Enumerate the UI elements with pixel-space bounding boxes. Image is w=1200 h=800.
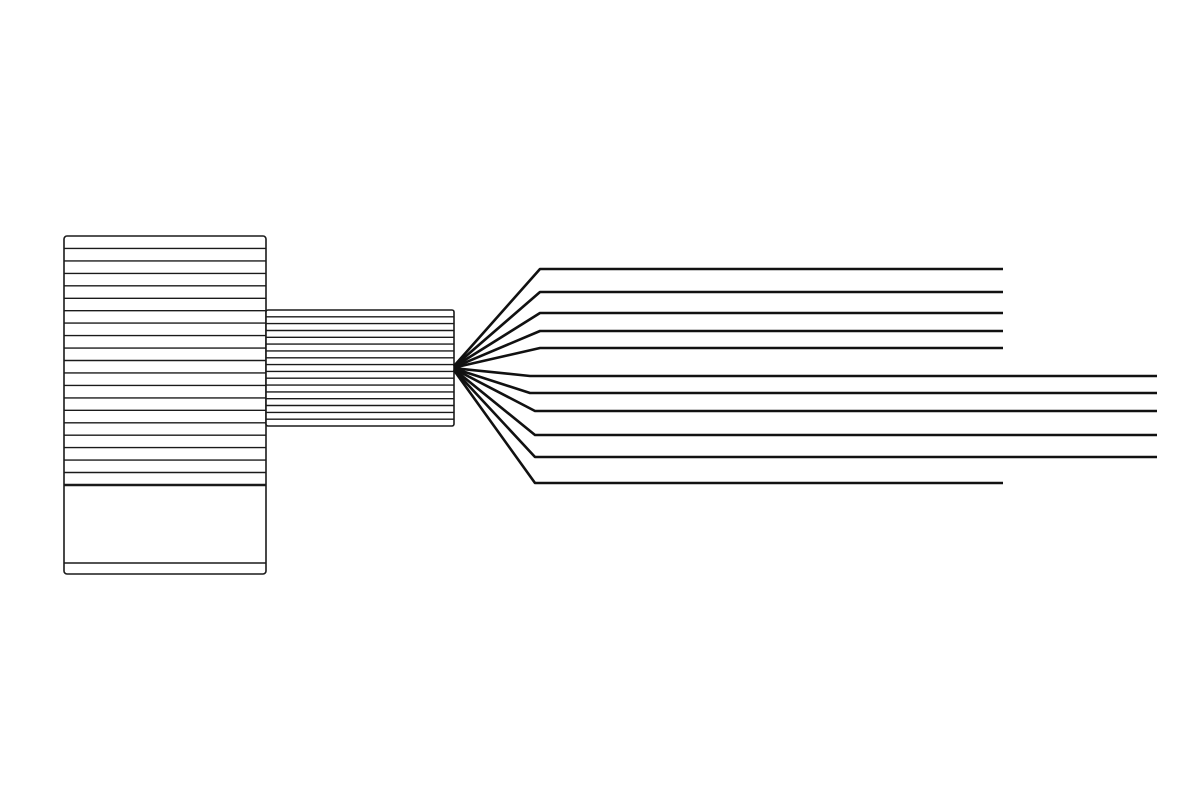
cable-jacket bbox=[265, 309, 455, 427]
wire-lead bbox=[453, 367, 1157, 395]
wire-lead bbox=[453, 329, 1003, 369]
wire-lead bbox=[453, 346, 1003, 369]
wire-lead bbox=[453, 366, 1157, 378]
cable-jacket-ribs bbox=[266, 316, 454, 420]
wire-lead bbox=[453, 368, 1157, 459]
wire-lead bbox=[453, 368, 1157, 437]
cable-jacket-outline bbox=[265, 309, 455, 427]
wire-lead bbox=[453, 290, 1003, 368]
wire-lead bbox=[453, 267, 1003, 367]
fan-out-wires bbox=[452, 267, 1157, 485]
wire-lead bbox=[453, 367, 1157, 413]
connector-housing-ribs bbox=[64, 247, 266, 474]
wire-lead bbox=[452, 369, 1003, 485]
connector-housing-outline bbox=[63, 235, 267, 575]
connector-housing bbox=[63, 235, 267, 575]
wire-lead bbox=[453, 311, 1003, 369]
